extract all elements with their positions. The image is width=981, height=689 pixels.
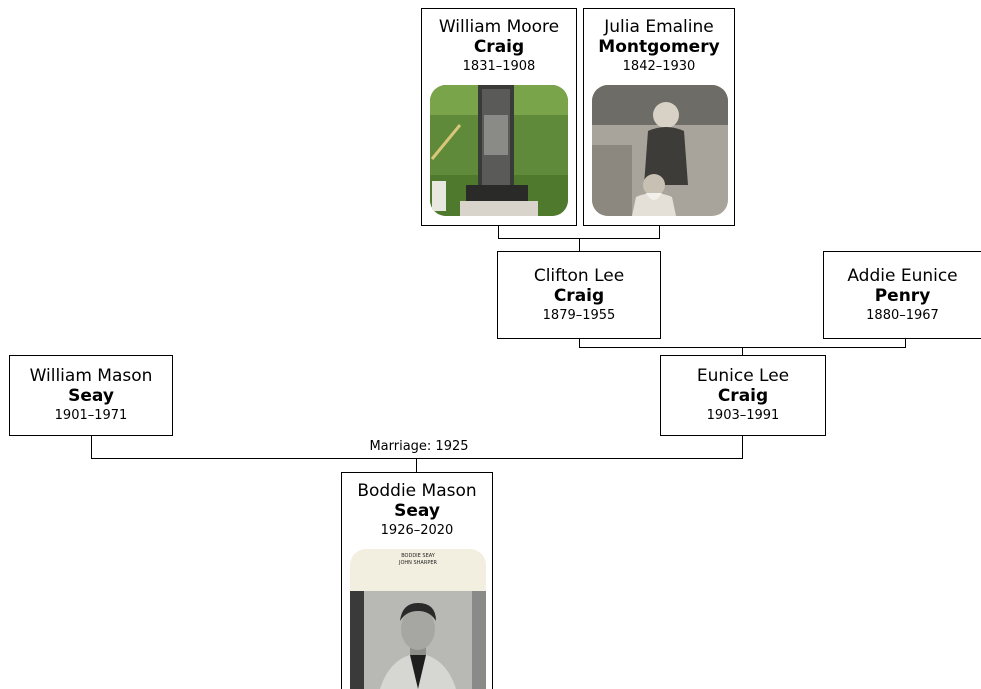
person-given-name: Julia Emaline bbox=[604, 17, 714, 37]
gravestone-photo bbox=[430, 85, 568, 216]
connector-line bbox=[742, 347, 743, 355]
person-dates: 1842–1930 bbox=[622, 59, 696, 74]
connector-line bbox=[498, 226, 499, 238]
connector-line bbox=[742, 436, 743, 458]
connector-line bbox=[579, 238, 580, 251]
person-given-name: William Moore bbox=[438, 17, 560, 37]
person-surname: Seay bbox=[68, 386, 114, 406]
connector-line bbox=[579, 339, 580, 347]
person-surname: Craig bbox=[473, 37, 525, 57]
person-card-julia-emaline-montgomery[interactable]: Julia Emaline Montgomery 1842–1930 bbox=[583, 8, 735, 226]
person-given-name: Clifton Lee bbox=[533, 266, 625, 286]
person-card-william-moore-craig[interactable]: William Moore Craig 1831–1908 bbox=[421, 8, 577, 226]
connector-line bbox=[416, 458, 417, 472]
person-card-addie-eunice-penry[interactable]: Addie Eunice Penry 1880–1967 bbox=[823, 251, 981, 339]
person-dates: 1926–2020 bbox=[380, 523, 454, 538]
person-surname: Montgomery bbox=[598, 37, 720, 57]
portrait-photo bbox=[592, 85, 728, 216]
person-card-eunice-lee-craig[interactable]: Eunice Lee Craig 1903–1991 bbox=[660, 355, 826, 436]
person-surname: Seay bbox=[394, 501, 440, 521]
connector-line bbox=[659, 226, 660, 238]
person-dates: 1903–1991 bbox=[706, 408, 780, 423]
person-dates: 1901–1971 bbox=[54, 408, 128, 423]
connector-line bbox=[905, 339, 906, 347]
person-dates: 1831–1908 bbox=[462, 59, 536, 74]
person-card-william-mason-seay[interactable]: William Mason Seay 1901–1971 bbox=[9, 355, 173, 436]
person-card-boddie-mason-seay[interactable]: Boddie Mason Seay 1926–2020 BODDIE SEAY … bbox=[341, 472, 493, 689]
person-card-clifton-lee-craig[interactable]: Clifton Lee Craig 1879–1955 bbox=[497, 251, 661, 339]
person-given-name: Eunice Lee bbox=[696, 366, 790, 386]
person-dates: 1880–1967 bbox=[866, 308, 939, 323]
photo-caption-line-2: JOHN SHARPER bbox=[398, 560, 438, 566]
person-given-name: Addie Eunice bbox=[847, 266, 958, 286]
photo-caption-line-1: BODDIE SEAY bbox=[401, 553, 436, 559]
yearbook-photo: BODDIE SEAY JOHN SHARPER bbox=[350, 549, 486, 689]
connector-line bbox=[91, 458, 743, 459]
person-given-name: William Mason bbox=[29, 366, 153, 386]
person-given-name: Boddie Mason bbox=[357, 481, 477, 501]
person-surname: Craig bbox=[717, 386, 769, 406]
person-dates: 1879–1955 bbox=[542, 308, 616, 323]
person-surname: Craig bbox=[553, 286, 605, 306]
connector-line bbox=[91, 436, 92, 458]
marriage-label: Marriage: 1925 bbox=[330, 439, 508, 455]
person-surname: Penry bbox=[874, 286, 931, 306]
